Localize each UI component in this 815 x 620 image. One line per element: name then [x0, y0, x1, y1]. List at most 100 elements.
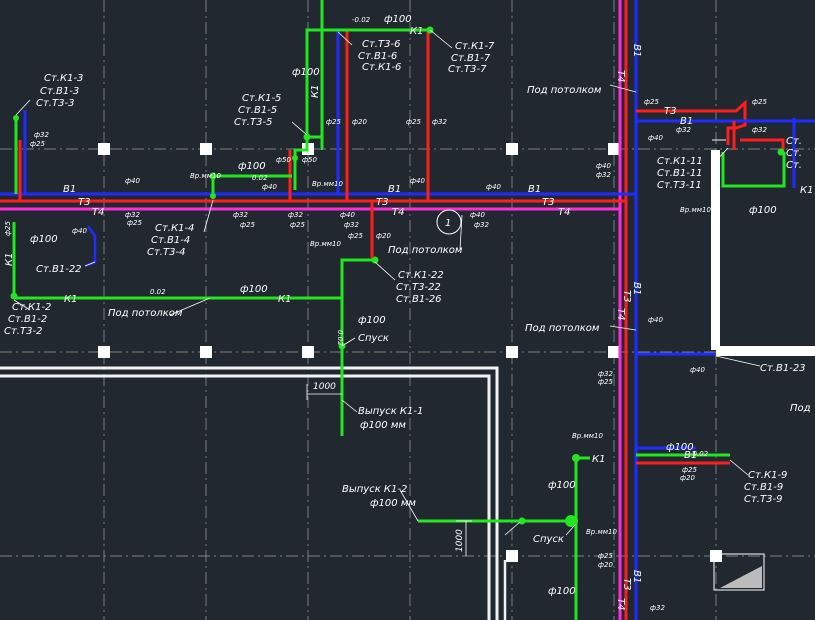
tiny-note: ф50: [276, 156, 291, 164]
dia-label: ф100: [548, 480, 576, 491]
note-outlet-k1-2: Выпуск К1-2: [342, 484, 407, 495]
label-t3-7: Ст.Т3-7: [448, 64, 487, 75]
code-b1: В1: [63, 184, 76, 195]
label-t3-11: Ст.Т3-11: [657, 180, 702, 191]
tiny-note: ф40: [340, 211, 355, 219]
riser-k1-5-group: [288, 0, 434, 201]
tiny-note: ф25: [752, 98, 767, 106]
tiny-note: 0.02: [336, 330, 344, 346]
code-t4: Т4: [92, 207, 104, 218]
tiny-note: Вр.мм10: [572, 432, 603, 440]
label-k1-7: Ст.К1-7: [455, 41, 495, 52]
sewer-outlet-k1-1: [338, 201, 379, 436]
section-circle-number: 1: [445, 218, 451, 229]
dim-1000-a: 1000: [313, 382, 336, 392]
column-markers: [98, 143, 765, 591]
tiny-note: ф20: [376, 232, 391, 240]
tiny-note: ф32: [596, 171, 611, 179]
tiny-note: ф40: [470, 211, 485, 219]
tiny-note: 0.02: [150, 288, 166, 296]
note-descent-1: Спуск: [358, 333, 389, 344]
tiny-note: ф25: [127, 219, 142, 227]
diameter-labels: ф100 ф100 ф100 ф100 ф100 ф100 ф100 ф100 …: [30, 14, 777, 597]
label-k1-5: Ст.К1-5: [242, 93, 281, 104]
tiny-note: ф20: [352, 118, 367, 126]
label-k1-9: Ст.К1-9: [748, 470, 787, 481]
tiny-note: ф25: [682, 466, 697, 474]
note-under-ceiling-4: Под потолком: [525, 323, 600, 334]
label-k1-4: Ст.К1-4: [155, 223, 194, 234]
label-t3-6: Ст.Т3-6: [362, 39, 400, 50]
label-b1-23: Ст.В1-23: [760, 363, 806, 374]
walls: [0, 139, 815, 620]
main-risers: [618, 0, 638, 620]
tiny-note: ф40: [648, 134, 663, 142]
dia-label: ф100: [666, 442, 694, 453]
dimension-markers: [306, 209, 472, 556]
section-circle: [436, 209, 462, 235]
label-st-cut-2: Ст.: [786, 148, 802, 159]
code-b1-vert: В1: [631, 570, 642, 583]
code-t4: Т4: [558, 207, 570, 218]
tiny-note: ф32: [650, 604, 665, 612]
code-b1-vert: В1: [631, 282, 642, 295]
tiny-note: ф25: [4, 221, 12, 236]
tiny-note: ф32: [752, 126, 767, 134]
tiny-note: ф40: [262, 183, 277, 191]
tiny-note: ф40: [486, 183, 501, 191]
tiny-note: -0.02: [690, 450, 709, 458]
note-descent-2: Спуск: [533, 534, 564, 545]
tiny-note: ф32: [676, 126, 691, 134]
label-b1-11: Ст.В1-11: [657, 168, 703, 179]
tiny-note: ф25: [348, 232, 363, 240]
code-k1: К1: [410, 26, 423, 37]
dia-label: ф100: [384, 14, 412, 25]
tiny-note: ф25: [406, 118, 421, 126]
tiny-note: ф32: [125, 211, 140, 219]
tiny-note: Вр.мм10: [586, 528, 617, 536]
code-k1-vert: К1: [310, 85, 321, 98]
code-b1: В1: [388, 184, 401, 195]
riser-labels: Ст.К1-3 Ст.В1-3 Ст.Т3-3 Ст.К1-5 Ст.В1-5 …: [4, 39, 806, 505]
tiny-note: ф25: [290, 221, 305, 229]
dia-label: ф100: [292, 67, 320, 78]
tiny-note: ф32: [474, 221, 489, 229]
label-b1-6: Ст.В1-6: [358, 51, 397, 62]
label-t3-22: Ст.Т3-22: [396, 282, 441, 293]
code-k1-vert: К1: [4, 253, 15, 266]
tiny-note: ф25: [326, 118, 341, 126]
tiny-note: ф25: [598, 552, 613, 560]
label-b1-2: Ст.В1-2: [8, 314, 47, 325]
code-b1: В1: [684, 450, 697, 461]
tiny-note: ф40: [596, 162, 611, 170]
tiny-note: ф25: [644, 98, 659, 106]
tiny-note: ф40: [648, 316, 663, 324]
riser-k1-9-group: [636, 446, 730, 465]
label-st-cut-1: Ст.: [786, 136, 802, 147]
label-t3-3: Ст.Т3-3: [36, 98, 74, 109]
label-t3-5: Ст.Т3-5: [234, 117, 272, 128]
label-t3-4: Ст.Т3-4: [147, 247, 185, 258]
code-t4-vert: Т4: [615, 598, 626, 610]
tiny-note: Вр.мм10: [310, 240, 341, 248]
label-st-cut-3: Ст.: [786, 160, 802, 171]
tiny-note: Вр.мм10: [312, 180, 343, 188]
tiny-note: ф20: [680, 474, 695, 482]
pipe-code-labels: В1 Т3 Т4 В1 Т3 Т4 В1 Т3 Т4 Т3 В1 В1 К1 К…: [4, 26, 813, 610]
tiny-note: ф32: [288, 211, 303, 219]
horizontal-mains: [0, 192, 636, 211]
notes: Под потолком Под потолком Под потолком П…: [108, 85, 811, 552]
code-t4-vert: Т4: [615, 308, 626, 320]
label-k1-22: Ст.К1-22: [398, 270, 444, 281]
label-k1-11: Ст.К1-11: [657, 156, 703, 167]
label-b1-3: Ст.В1-3: [40, 86, 79, 97]
tiny-note: ф40: [690, 366, 705, 374]
riser-k1-11-group: [636, 99, 815, 356]
tiny-note: ф40: [72, 227, 87, 235]
wall-segment: [711, 150, 720, 350]
code-b1: В1: [528, 184, 541, 195]
sewer-outlet-k1-2: [418, 454, 590, 620]
code-t3-vert: Т3: [621, 290, 632, 302]
code-b1: В1: [680, 116, 693, 127]
